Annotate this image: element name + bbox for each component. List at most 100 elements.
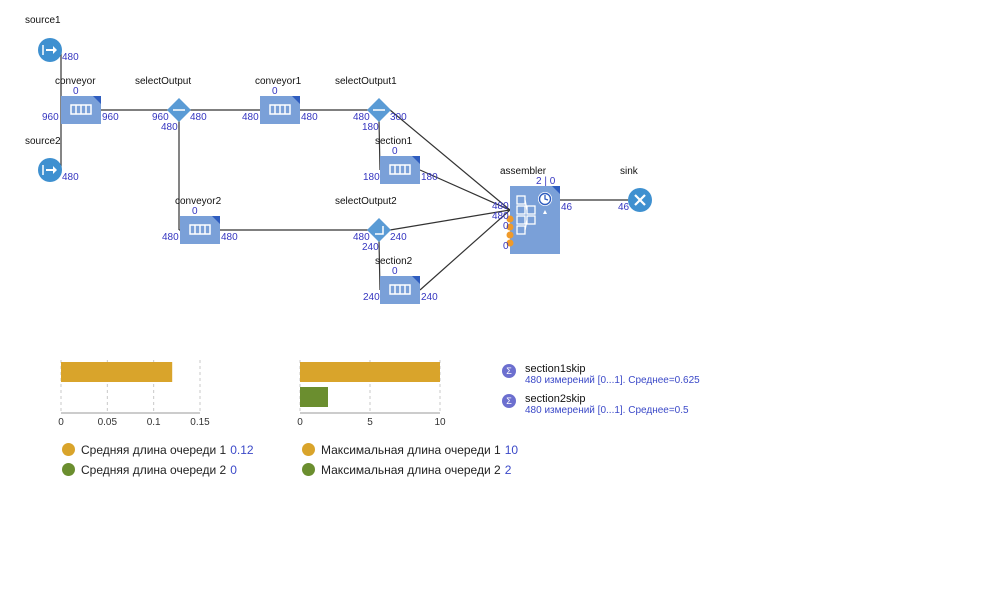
section1-out-count: 180 (421, 172, 438, 183)
statistics-summary: 480 измерений [0...1]. Среднее=0.5 (525, 405, 689, 416)
selectoutput2-out-true-count: 240 (390, 232, 407, 243)
legend-label: Максимальная длина очереди 1 (321, 443, 501, 457)
selectoutput2-out-false-count: 240 (362, 242, 379, 253)
selectoutput-block[interactable]: selectOutput 960 480 480 (135, 76, 207, 133)
section2-count: 0 (392, 266, 398, 277)
assembler-in1-count: 480 (492, 201, 509, 212)
selectoutput-out-false-count: 480 (161, 122, 178, 133)
selectoutput-in-count: 960 (152, 112, 169, 123)
connector-section2-assembler (419, 209, 511, 291)
section1-label: section1 (375, 136, 413, 147)
sigma-icon: Σ (502, 364, 516, 378)
legend-swatch-icon (302, 463, 315, 476)
section1-count: 0 (392, 146, 398, 157)
legend-value: 2 (504, 463, 512, 477)
selectoutput2-block[interactable]: selectOutput2 480 240 240 (335, 196, 407, 253)
conveyor-count: 0 (73, 86, 79, 97)
assembler-label: assembler (500, 166, 547, 177)
conveyor-label: conveyor (55, 76, 96, 87)
source1-out-count: 480 (62, 52, 79, 63)
selectoutput1-out-true-count: 300 (390, 112, 407, 123)
conveyor2-label: conveyor2 (175, 196, 222, 207)
decision-diamond-icon (367, 218, 391, 242)
assembler-icon (516, 195, 536, 235)
x-tick-label: 0 (58, 417, 64, 428)
section2-block[interactable]: section2 0 240 240 (363, 256, 438, 304)
assembler-count: 2 | 0 (536, 176, 556, 187)
assembler-block[interactable]: assembler 2 | 0 480 480 0 0 46 (492, 166, 573, 254)
selectoutput2-label: selectOutput2 (335, 196, 397, 207)
statistics-section2skip[interactable]: Σ section2skip 480 измерений [0...1]. Ср… (502, 392, 762, 420)
conveyor-icon (269, 104, 291, 115)
legend-swatch-icon (302, 443, 315, 456)
sink-label: sink (620, 166, 639, 177)
conveyor-block[interactable]: conveyor 0 960 960 (42, 76, 119, 124)
x-tick-label: 0.05 (98, 417, 118, 428)
legend-label: Средняя длина очереди 1 (81, 443, 227, 457)
legend-swatch-icon (62, 463, 75, 476)
sink-in-count: 46 (618, 202, 630, 213)
selectoutput1-label: selectOutput1 (335, 76, 397, 87)
conveyor-out-count: 960 (102, 112, 119, 123)
connector-selectoutput2-section2 (378, 240, 381, 291)
conveyor2-count: 0 (192, 206, 198, 217)
connector-section1-assembler (419, 169, 511, 211)
conveyor-icon (389, 284, 411, 295)
x-tick-label: 5 (367, 417, 373, 428)
legend-value: 0 (230, 463, 237, 477)
section2-label: section2 (375, 256, 413, 267)
x-tick-label: 10 (434, 417, 446, 428)
section2-in-count: 240 (363, 292, 380, 303)
legend-label: Средняя длина очереди 2 (81, 463, 227, 477)
conveyor1-block[interactable]: conveyor1 0 480 480 (242, 76, 318, 124)
bar-1 (61, 362, 173, 382)
statistics-section1skip[interactable]: Σ section1skip 480 измерений [0...1]. Ср… (502, 362, 762, 390)
conveyor1-in-count: 480 (242, 112, 259, 123)
conveyor-icon (389, 164, 411, 175)
legend-label: Максимальная длина очереди 2 (321, 463, 501, 477)
source2-block[interactable]: source2 480 (25, 136, 79, 183)
conveyor2-out-count: 480 (221, 232, 238, 243)
statistics-name: section2skip (525, 393, 586, 405)
legend-value: 10 (504, 443, 519, 457)
assembler-port-1 (506, 215, 514, 223)
assembler-in4-count: 0 (503, 241, 509, 252)
legend-value: 0.12 (230, 443, 254, 457)
statistics-name: section1skip (525, 363, 586, 375)
selectoutput2-in-count: 480 (353, 232, 370, 243)
conveyor-icon (189, 224, 211, 235)
assembler-in2-count: 480 (492, 211, 509, 222)
conveyor2-block[interactable]: conveyor2 0 480 480 (162, 196, 238, 244)
source-arrow-icon (42, 165, 57, 175)
bar-1 (300, 362, 440, 382)
source2-label: source2 (25, 136, 61, 147)
conveyor-in-count: 960 (42, 112, 59, 123)
assembler-port-2 (506, 223, 514, 231)
selectoutput1-block[interactable]: selectOutput1 480 300 180 (335, 76, 407, 133)
section1-block[interactable]: section1 0 180 180 (363, 136, 438, 184)
bar-2 (300, 387, 328, 407)
source1-label: source1 (25, 15, 61, 26)
legend-swatch-icon (62, 443, 75, 456)
sink-block[interactable]: sink 46 (618, 166, 652, 213)
assembler-out-count: 46 (561, 202, 573, 213)
connector-selectoutput1-assembler (389, 109, 511, 211)
statistics-summary: 480 измерений [0...1]. Среднее=0.625 (525, 375, 700, 386)
section1-in-count: 180 (363, 172, 380, 183)
close-icon (634, 194, 646, 206)
conveyor1-label: conveyor1 (255, 76, 302, 87)
sigma-icon: Σ (502, 394, 516, 408)
connector-selectoutput2-assembler (389, 209, 511, 231)
conveyor1-count: 0 (272, 86, 278, 97)
conveyor1-out-count: 480 (301, 112, 318, 123)
source1-block[interactable]: source1 480 (25, 15, 79, 63)
selectoutput1-in-count: 480 (353, 112, 370, 123)
assembler-in3-count: 0 (503, 221, 509, 232)
